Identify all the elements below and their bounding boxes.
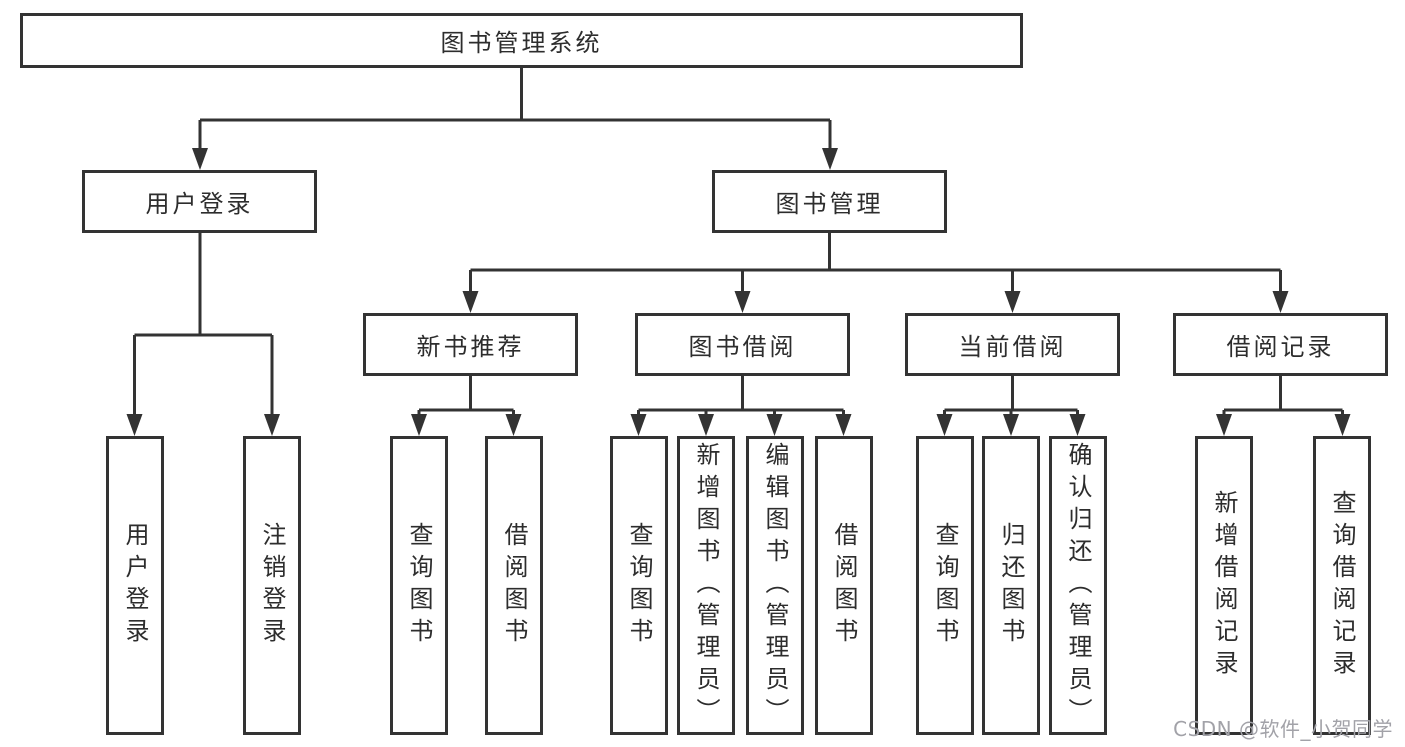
leaf-return-book: 归还图书 bbox=[982, 436, 1040, 735]
node-new-book-recommend: 新书推荐 bbox=[363, 313, 578, 376]
node-label: 用户登录 bbox=[145, 190, 254, 218]
node-label: 新增图书（管理员） bbox=[692, 441, 720, 730]
leaf-confirm-return-admin: 确认归还（管理员） bbox=[1049, 436, 1107, 735]
leaf-query-borrow-record: 查询借阅记录 bbox=[1313, 436, 1371, 735]
node-user-login: 用户登录 bbox=[82, 170, 317, 233]
leaf-add-borrow-record: 新增借阅记录 bbox=[1195, 436, 1253, 735]
node-label: 借阅记录 bbox=[1226, 333, 1335, 361]
node-label: 查询图书 bbox=[931, 521, 959, 650]
node-book-management: 图书管理 bbox=[712, 170, 947, 233]
leaf-user-login: 用户登录 bbox=[106, 436, 164, 735]
node-book-borrowing: 图书借阅 bbox=[635, 313, 850, 376]
leaf-add-book-admin: 新增图书（管理员） bbox=[677, 436, 735, 735]
node-label: 用户登录 bbox=[121, 521, 149, 650]
node-label: 图书管理系统 bbox=[440, 29, 603, 57]
node-label: 图书借阅 bbox=[688, 333, 797, 361]
node-label: 图书管理 bbox=[775, 190, 884, 218]
node-label: 新增借阅记录 bbox=[1210, 489, 1238, 682]
node-label: 借阅图书 bbox=[830, 521, 858, 650]
leaf-logout: 注销登录 bbox=[243, 436, 301, 735]
leaf-borrow-books-2: 借阅图书 bbox=[815, 436, 873, 735]
node-label: 注销登录 bbox=[258, 521, 286, 650]
node-label: 借阅图书 bbox=[500, 521, 528, 650]
node-label: 查询借阅记录 bbox=[1328, 489, 1356, 682]
node-borrowing-records: 借阅记录 bbox=[1173, 313, 1388, 376]
csdn-watermark: CSDN @软件_小贺同学 bbox=[1173, 717, 1393, 741]
node-label: 确认归还（管理员） bbox=[1064, 441, 1092, 730]
node-library-management-system: 图书管理系统 bbox=[20, 13, 1023, 68]
node-label: 查询图书 bbox=[405, 521, 433, 650]
node-label: 归还图书 bbox=[997, 521, 1025, 650]
node-label: 查询图书 bbox=[625, 521, 653, 650]
leaf-query-books-3: 查询图书 bbox=[916, 436, 974, 735]
leaf-query-books-1: 查询图书 bbox=[390, 436, 448, 735]
leaf-borrow-books-1: 借阅图书 bbox=[485, 436, 543, 735]
leaf-edit-book-admin: 编辑图书（管理员） bbox=[746, 436, 804, 735]
node-label: 当前借阅 bbox=[958, 333, 1067, 361]
node-label: 新书推荐 bbox=[416, 333, 525, 361]
leaf-query-books-2: 查询图书 bbox=[610, 436, 668, 735]
node-label: 编辑图书（管理员） bbox=[761, 441, 789, 730]
node-current-borrowing: 当前借阅 bbox=[905, 313, 1120, 376]
